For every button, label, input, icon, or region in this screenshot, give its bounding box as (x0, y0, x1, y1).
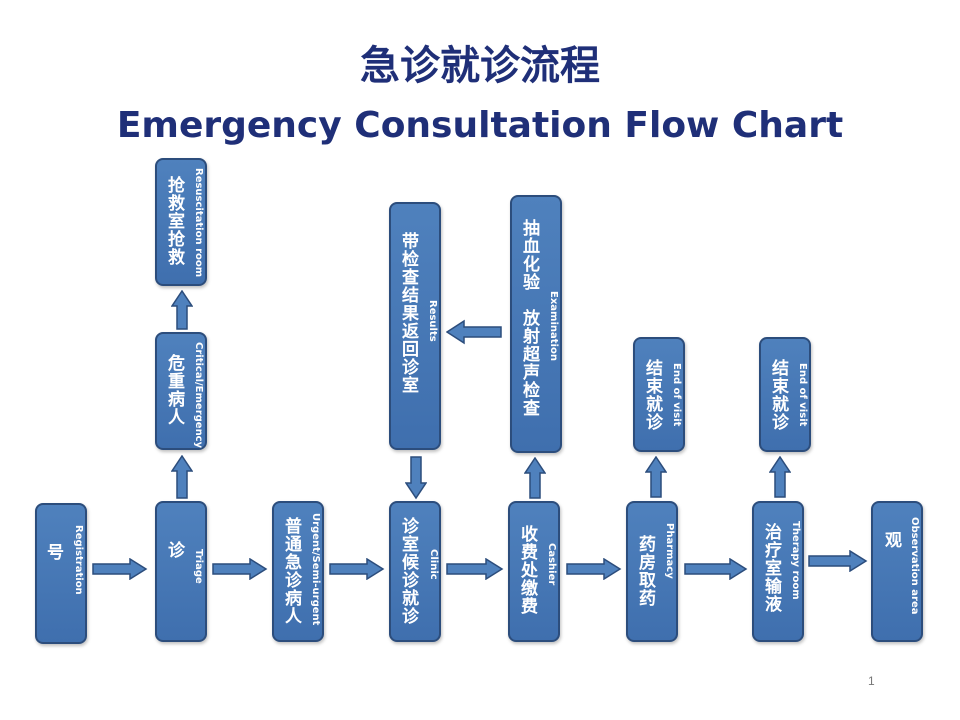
arrow-registration-to-triage (92, 558, 148, 580)
arrow-critical-to-resuscitation (171, 290, 193, 330)
registration-cn: 挂 号 (43, 543, 87, 561)
cashier-box: 收费处缴费 Cashier (508, 501, 560, 642)
arrow-pharmacy-to-end (645, 456, 667, 498)
arrow-triage-to-critical (171, 455, 193, 499)
critical-en: Critical/Emergency (193, 342, 204, 449)
critical-cn: 危重病人 (164, 354, 184, 426)
results-box: 带检查结果返回诊室 Results (389, 202, 441, 450)
end-of-visit-1-en: End of visit (671, 363, 682, 427)
clinic-box: 诊室候诊就诊 Clinic (389, 501, 441, 642)
arrow-results-to-clinic (405, 456, 427, 500)
therapy-cn: 治疗室输液 (761, 523, 781, 613)
arrow-therapy-to-end (769, 456, 791, 498)
end-of-visit-1-cn: 结束就诊 (642, 359, 662, 431)
results-cn: 带检查结果返回诊室 (398, 232, 418, 394)
clinic-cn: 诊室候诊就诊 (398, 517, 418, 625)
therapy-box: 治疗室输液 Therapy room (752, 501, 804, 642)
title-english: Emergency Consultation Flow Chart (116, 105, 844, 146)
critical-box: 危重病人 Critical/Emergency (155, 332, 207, 450)
examination-cn: 抽血化验 放射超声检查 (519, 219, 539, 417)
resuscitation-en: Resuscitation room (193, 168, 204, 278)
registration-en: Registration (73, 525, 84, 595)
examination-en: Examination (548, 291, 559, 361)
end-of-visit-2-cn: 结束就诊 (768, 359, 788, 431)
cashier-en: Cashier (546, 543, 557, 586)
registration-box: 挂 号 Registration (35, 503, 87, 644)
triage-box: 分 诊 Triage (155, 501, 207, 642)
arrow-therapy-to-observation (808, 550, 868, 572)
pharmacy-en: Pharmacy (664, 523, 675, 579)
arrow-cashier-to-pharmacy (566, 558, 622, 580)
observation-box: 留 观 Observation area (871, 501, 923, 642)
resuscitation-box: 抢救室抢救 Resuscitation room (155, 158, 207, 286)
urgent-cn: 普通急诊病人 (281, 517, 301, 625)
triage-en: Triage (193, 549, 204, 584)
end-of-visit-box-1: 结束就诊 End of visit (633, 337, 685, 452)
examination-box: 抽血化验 放射超声检查 Examination (510, 195, 562, 453)
therapy-en: Therapy room (790, 521, 801, 600)
title-chinese: 急诊就诊流程 (360, 43, 600, 89)
arrow-triage-to-urgent (212, 558, 268, 580)
cashier-cn: 收费处缴费 (517, 525, 537, 615)
page-number: 1 (868, 674, 875, 688)
urgent-box: 普通急诊病人 Urgent/Semi-urgent (272, 501, 324, 642)
clinic-en: Clinic (428, 549, 439, 580)
arrow-cashier-to-examination (524, 457, 546, 499)
pharmacy-box: 药房取药 Pharmacy (626, 501, 678, 642)
resuscitation-cn: 抢救室抢救 (164, 176, 184, 266)
observation-en: Observation area (909, 517, 920, 615)
triage-cn: 分 诊 (164, 541, 207, 559)
observation-cn: 留 观 (881, 531, 923, 549)
end-of-visit-2-en: End of visit (797, 363, 808, 427)
end-of-visit-box-2: 结束就诊 End of visit (759, 337, 811, 452)
pharmacy-cn: 药房取药 (635, 535, 655, 607)
urgent-en: Urgent/Semi-urgent (310, 513, 321, 626)
results-en: Results (427, 300, 438, 342)
arrow-examination-to-results (446, 319, 502, 345)
arrow-pharmacy-to-therapy (684, 558, 748, 580)
arrow-urgent-to-clinic (329, 558, 385, 580)
arrow-clinic-to-cashier (446, 558, 504, 580)
